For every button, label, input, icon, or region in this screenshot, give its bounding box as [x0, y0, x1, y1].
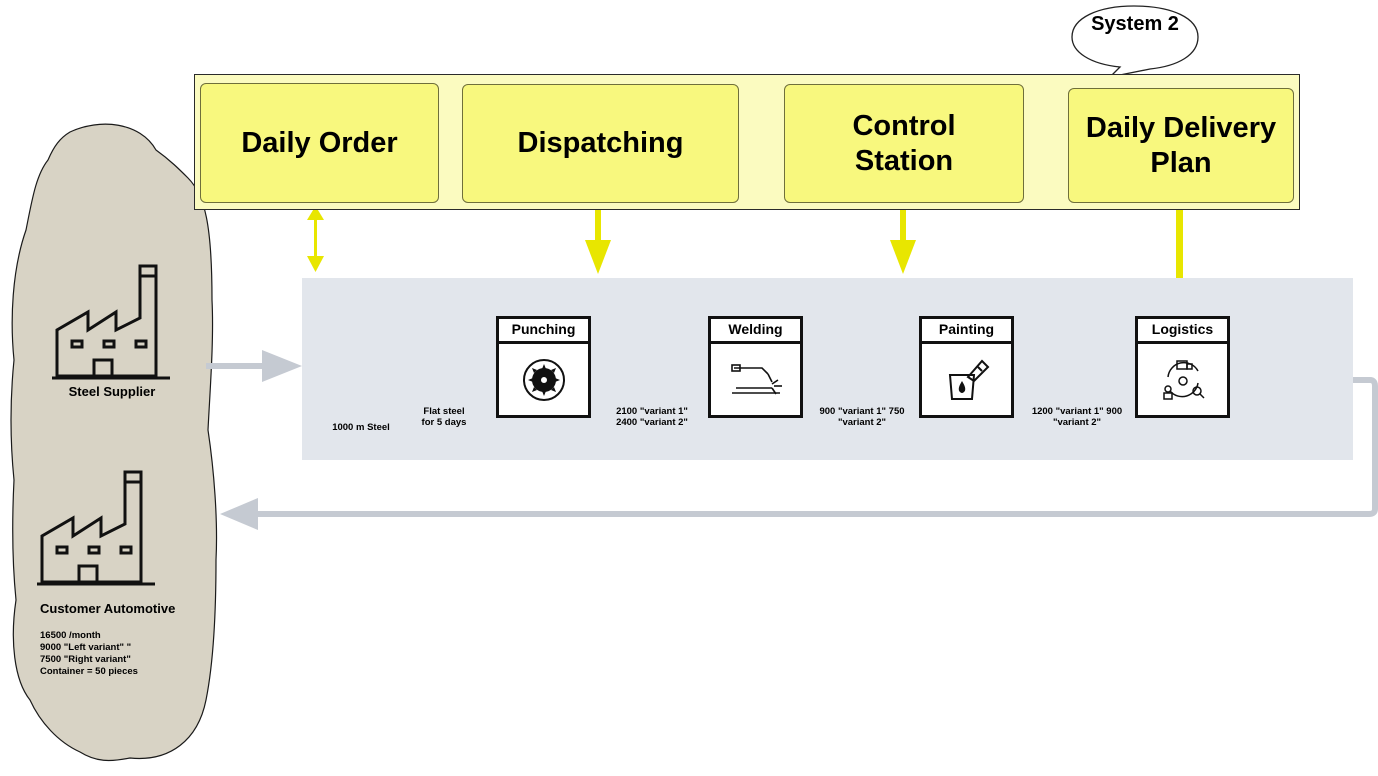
- dispatch-signal-arrow: [585, 198, 611, 274]
- customer-detail-line: Container = 50 pieces: [40, 666, 138, 677]
- system-band: Daily Order Dispatching Control Station …: [194, 74, 1300, 210]
- control-signal-arrow: [890, 198, 916, 274]
- inventory-label: 1200 "variant 1" 900 "variant 2": [1031, 406, 1123, 428]
- paint-bucket-icon: [948, 359, 989, 400]
- customer-detail-line: 16500 /month: [40, 630, 101, 641]
- inventory-label: 2100 "variant 1" 2400 "variant 2": [616, 406, 688, 428]
- customer-return-arrow: [220, 377, 1378, 530]
- supplier-customer-cloud: [10, 123, 218, 762]
- system-callout-label: System 2: [1091, 13, 1179, 35]
- supplier-truck-label: 1000 m Steel: [332, 422, 390, 433]
- customer-details: 16500 /month 9000 "Left variant" " 7500 …: [40, 630, 138, 678]
- daily-delivery-plan-box[interactable]: Daily Delivery Plan: [1068, 88, 1294, 203]
- steel-supplier-label: Steel Supplier: [68, 384, 156, 399]
- daily-order-box[interactable]: Daily Order: [200, 83, 439, 203]
- supplier-flow-arrow: [206, 350, 302, 382]
- process-logistics[interactable]: Logistics: [1135, 316, 1230, 418]
- control-station-box[interactable]: Control Station: [784, 84, 1024, 203]
- dispatching-label: Dispatching: [517, 127, 684, 159]
- saw-blade-icon: [522, 358, 565, 401]
- process-name: Punching: [499, 319, 588, 344]
- inventory-label: 900 "variant 1" 750 "variant 2": [819, 406, 905, 428]
- process-punching[interactable]: Punching: [496, 316, 591, 418]
- daily-order-label: Daily Order: [241, 126, 398, 159]
- process-painting[interactable]: Painting: [919, 316, 1014, 418]
- process-name: Welding: [711, 319, 800, 344]
- logistics-cycle-icon: [1162, 359, 1205, 400]
- customer-factory-icon: [37, 470, 155, 586]
- customer-detail-line: 9000 "Left variant" ": [40, 642, 132, 653]
- customer-label: Customer Automotive: [40, 601, 176, 616]
- daily-delivery-plan-label: Daily Delivery Plan: [1085, 111, 1277, 179]
- process-name: Logistics: [1138, 319, 1227, 344]
- welding-torch-icon: [730, 363, 782, 394]
- supplier-factory-icon: [52, 264, 170, 380]
- process-welding[interactable]: Welding: [708, 316, 803, 418]
- dispatching-box[interactable]: Dispatching: [462, 84, 739, 203]
- inventory-label: Flat steel for 5 days: [421, 406, 467, 428]
- control-station-label: Control Station: [852, 109, 956, 177]
- customer-detail-line: 7500 "Right variant": [40, 654, 131, 665]
- process-name: Painting: [922, 319, 1011, 344]
- order-signal-arrow: [307, 206, 324, 272]
